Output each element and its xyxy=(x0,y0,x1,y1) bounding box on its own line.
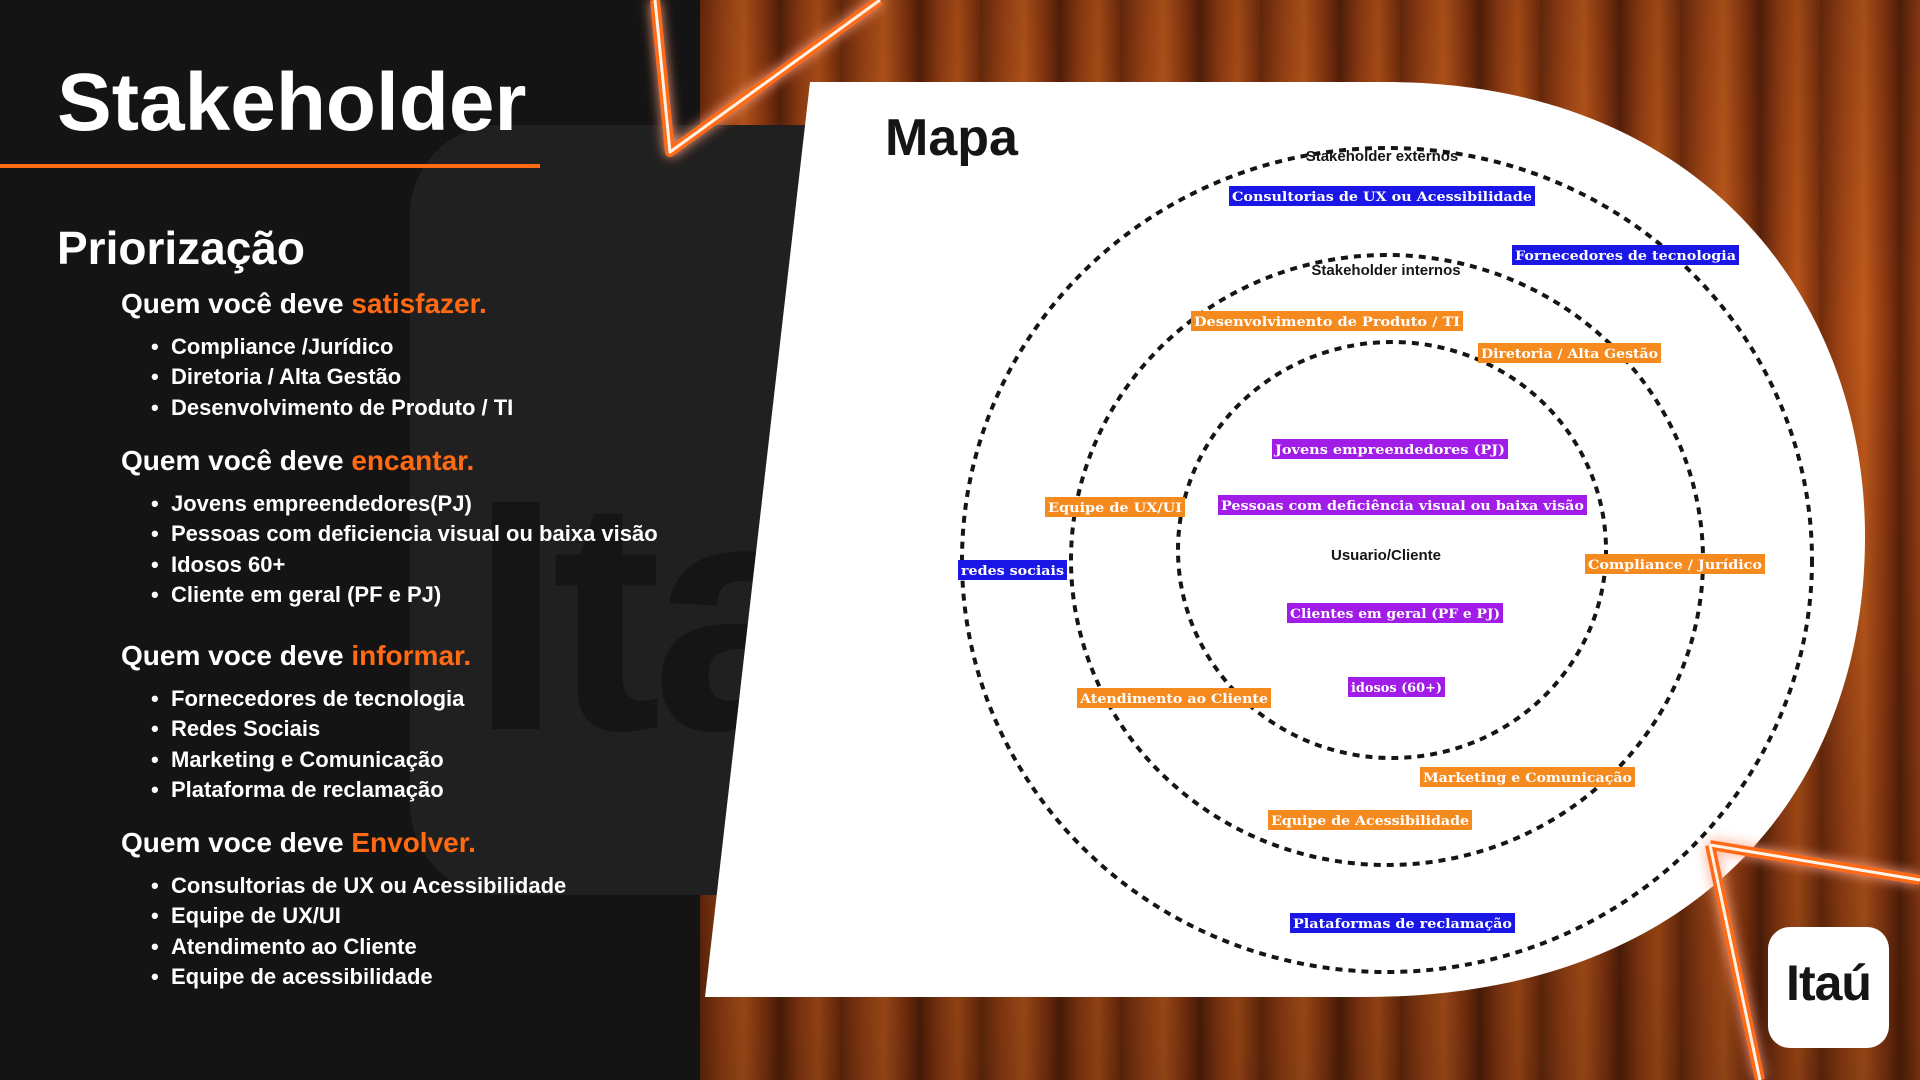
list-item: Desenvolvimento de Produto / TI xyxy=(151,393,801,424)
group-satisfazer: Quem você deve satisfazer. Compliance /J… xyxy=(121,288,801,424)
group-list: Fornecedores de tecnologia Redes Sociais… xyxy=(121,684,801,806)
group-informar: Quem voce deve informar. Fornecedores de… xyxy=(121,640,801,806)
title-underline xyxy=(0,164,540,168)
ring-inner xyxy=(1176,340,1608,760)
map-label-text: Diretoria / Alta Gestão xyxy=(1481,347,1658,362)
map-label: Diretoria / Alta Gestão xyxy=(1478,343,1661,363)
map-label-text: Desenvolvimento de Produto / TI xyxy=(1194,315,1460,330)
group-heading-prefix: Quem voce deve xyxy=(121,640,352,671)
map-label: Fornecedores de tecnologia xyxy=(1512,245,1739,265)
map-label-bg xyxy=(1478,343,1661,363)
map-label: Desenvolvimento de Produto / TI xyxy=(1191,311,1463,331)
map-label: Equipe de Acessibilidade xyxy=(1268,810,1472,830)
group-list: Compliance /Jurídico Diretoria / Alta Ge… xyxy=(121,332,801,424)
map-label-text: Clientes em geral (PF e PJ) xyxy=(1290,607,1500,622)
map-label-bg xyxy=(1272,439,1508,459)
list-item: Redes Sociais xyxy=(151,714,801,745)
map-label-layer: Consultorias de UX ou AcessibilidadeForn… xyxy=(958,186,1765,933)
group-heading-verb: informar. xyxy=(351,640,472,671)
map-label: redes sociais xyxy=(958,560,1067,580)
list-item: Cliente em geral (PF e PJ) xyxy=(151,580,801,611)
map-label: Jovens empreendedores (PJ) xyxy=(1272,439,1508,459)
list-item: Equipe de UX/UI xyxy=(151,901,801,932)
list-item: Fornecedores de tecnologia xyxy=(151,684,801,715)
map-label: Pessoas com deficiência visual ou baixa … xyxy=(1218,495,1587,515)
group-heading: Quem você deve encantar. xyxy=(121,445,801,477)
map-label-text: Fornecedores de tecnologia xyxy=(1515,249,1737,264)
map-label-bg xyxy=(1077,688,1271,708)
map-label: Plataformas de reclamação xyxy=(1290,913,1515,933)
list-item: Diretoria / Alta Gestão xyxy=(151,362,801,393)
list-item: Marketing e Comunicação xyxy=(151,745,801,776)
group-heading-prefix: Quem você deve xyxy=(121,445,352,476)
group-list: Consultorias de UX ou Acessibilidade Equ… xyxy=(121,871,801,993)
map-label-bg xyxy=(1585,554,1765,574)
map-label-bg xyxy=(1268,810,1472,830)
map-label-bg xyxy=(1420,767,1635,787)
map-label-bg xyxy=(1045,497,1185,517)
map-label-text: redes sociais xyxy=(961,564,1064,579)
map-label: idosos (60+) xyxy=(1348,677,1445,697)
list-item: Jovens empreendedores(PJ) xyxy=(151,489,801,520)
map-title: Mapa xyxy=(885,109,1019,167)
list-item: Consultorias de UX ou Acessibilidade xyxy=(151,871,801,902)
brand-badge xyxy=(1768,927,1889,1048)
group-heading-verb: satisfazer. xyxy=(351,288,487,319)
group-heading: Quem você deve satisfazer. xyxy=(121,288,801,320)
map-label-bg xyxy=(1348,677,1445,697)
list-item: Compliance /Jurídico xyxy=(151,332,801,363)
map-label-text: Atendimento ao Cliente xyxy=(1079,692,1268,707)
map-label: Atendimento ao Cliente xyxy=(1077,688,1271,708)
map-label-text: Marketing e Comunicação xyxy=(1423,771,1632,786)
group-heading-verb: Envolver. xyxy=(351,827,476,858)
map-label-text: Plataformas de reclamação xyxy=(1293,917,1512,932)
list-item: Plataforma de reclamação xyxy=(151,775,801,806)
map-label-text: Jovens empreendedores (PJ) xyxy=(1274,443,1505,458)
list-item: Idosos 60+ xyxy=(151,550,801,581)
brand-logo: Itaú xyxy=(1786,955,1872,1011)
map-label-text: Equipe de UX/UI xyxy=(1048,501,1182,516)
group-heading-prefix: Quem você deve xyxy=(121,288,352,319)
map-label-bg xyxy=(1191,311,1463,331)
map-label: Consultorias de UX ou Acessibilidade xyxy=(1229,186,1535,206)
map-label-text: Pessoas com deficiência visual ou baixa … xyxy=(1221,499,1584,514)
map-label-bg xyxy=(1229,186,1535,206)
ring-label-inner: Usuario/Cliente xyxy=(1331,547,1441,564)
map-label-bg xyxy=(1287,603,1503,623)
group-heading-prefix: Quem voce deve xyxy=(121,827,352,858)
map-label-text: Equipe de Acessibilidade xyxy=(1271,814,1469,829)
list-item: Pessoas com deficiencia visual ou baixa … xyxy=(151,519,801,550)
ring-label-middle: Stakeholder internos xyxy=(1311,262,1460,279)
map-label-bg xyxy=(1290,913,1515,933)
map-label-bg xyxy=(1218,495,1587,515)
map-label: Equipe de UX/UI xyxy=(1045,497,1185,517)
map-label-text: Consultorias de UX ou Acessibilidade xyxy=(1232,190,1532,205)
group-encantar: Quem você deve encantar. Jovens empreend… xyxy=(121,445,801,611)
section-subtitle: Priorização xyxy=(57,222,305,274)
ring-label-outer: Stakeholder externos xyxy=(1306,148,1459,165)
group-list: Jovens empreendedores(PJ) Pessoas com de… xyxy=(121,489,801,611)
list-item: Equipe de acessibilidade xyxy=(151,962,801,993)
group-envolver: Quem voce deve Envolver. Consultorias de… xyxy=(121,827,801,993)
group-heading: Quem voce deve informar. xyxy=(121,640,801,672)
map-label-bg xyxy=(1512,245,1739,265)
map-label-text: Compliance / Jurídico xyxy=(1588,558,1762,573)
map-label-text: idosos (60+) xyxy=(1351,681,1442,696)
map-label: Compliance / Jurídico xyxy=(1585,554,1765,574)
map-label: Clientes em geral (PF e PJ) xyxy=(1287,603,1503,623)
map-label-bg xyxy=(958,560,1067,580)
list-item: Atendimento ao Cliente xyxy=(151,932,801,963)
group-heading-verb: encantar. xyxy=(351,445,475,476)
page-title: Stakeholder xyxy=(57,57,527,148)
group-heading: Quem voce deve Envolver. xyxy=(121,827,801,859)
map-label: Marketing e Comunicação xyxy=(1420,767,1635,787)
